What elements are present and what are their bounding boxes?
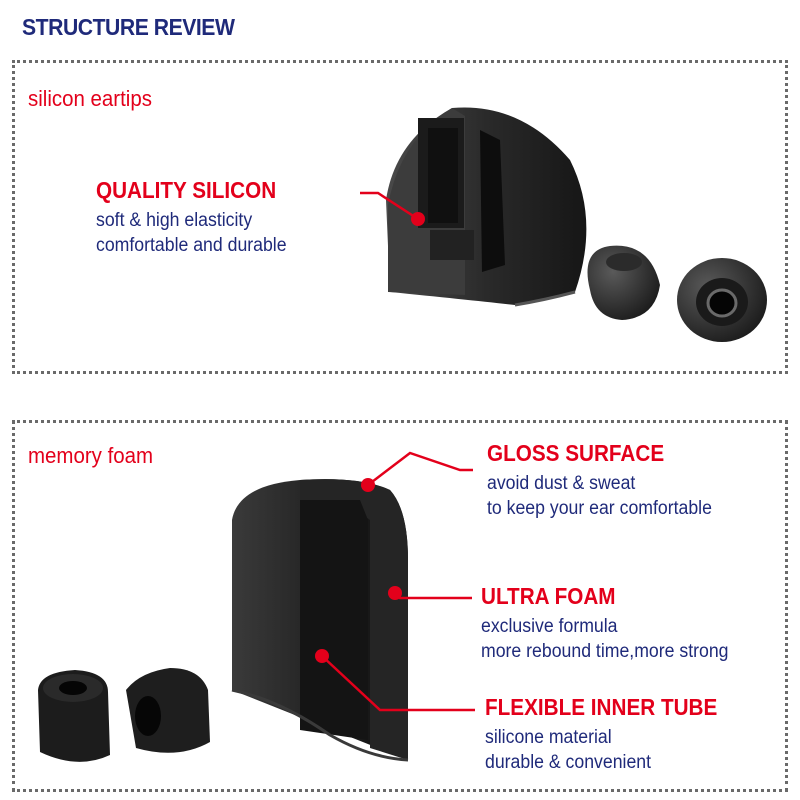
callout-line: durable & convenient <box>485 752 652 773</box>
callout-leaders <box>315 191 475 712</box>
silicon-eartip-cutaway <box>386 107 587 307</box>
flexible-inner-tube-callout: FLEXIBLE INNER TUBE silicone material du… <box>485 694 743 775</box>
memory-foam-cutaway <box>231 479 409 762</box>
callout-title: QUALITY SILICON <box>96 177 277 203</box>
memory-foam-panel <box>12 420 788 792</box>
callout-title: FLEXIBLE INNER TUBE <box>485 694 718 720</box>
callout-line: to keep your ear comfortable <box>487 498 712 519</box>
silicon-eartip-front <box>677 258 767 342</box>
memory-foam-label: memory foam <box>28 443 154 468</box>
callout-line: avoid dust & sweat <box>487 473 636 494</box>
foam-tip-side <box>126 668 210 753</box>
silicon-eartip-side <box>587 245 660 320</box>
foam-tip-front <box>38 670 110 762</box>
silicon-eartips-panel <box>12 60 788 374</box>
gloss-surface-callout: GLOSS SURFACE avoid dust & sweat to keep… <box>487 440 729 521</box>
callout-line: exclusive formula <box>481 616 618 637</box>
callout-line: soft & high elasticity <box>96 210 253 231</box>
callout-line: more rebound time,more strong <box>481 641 729 662</box>
silicon-eartips-label: silicon eartips <box>28 86 152 111</box>
page-title: STRUCTURE REVIEW <box>22 14 235 40</box>
quality-silicon-callout: QUALITY SILICON soft & high elasticity c… <box>96 177 301 258</box>
callout-title: GLOSS SURFACE <box>487 440 665 466</box>
ultra-foam-callout: ULTRA FOAM exclusive formula more reboun… <box>481 583 747 664</box>
callout-line: comfortable and durable <box>96 235 287 256</box>
callout-title: ULTRA FOAM <box>481 583 616 609</box>
callout-line: silicone material <box>485 727 612 748</box>
